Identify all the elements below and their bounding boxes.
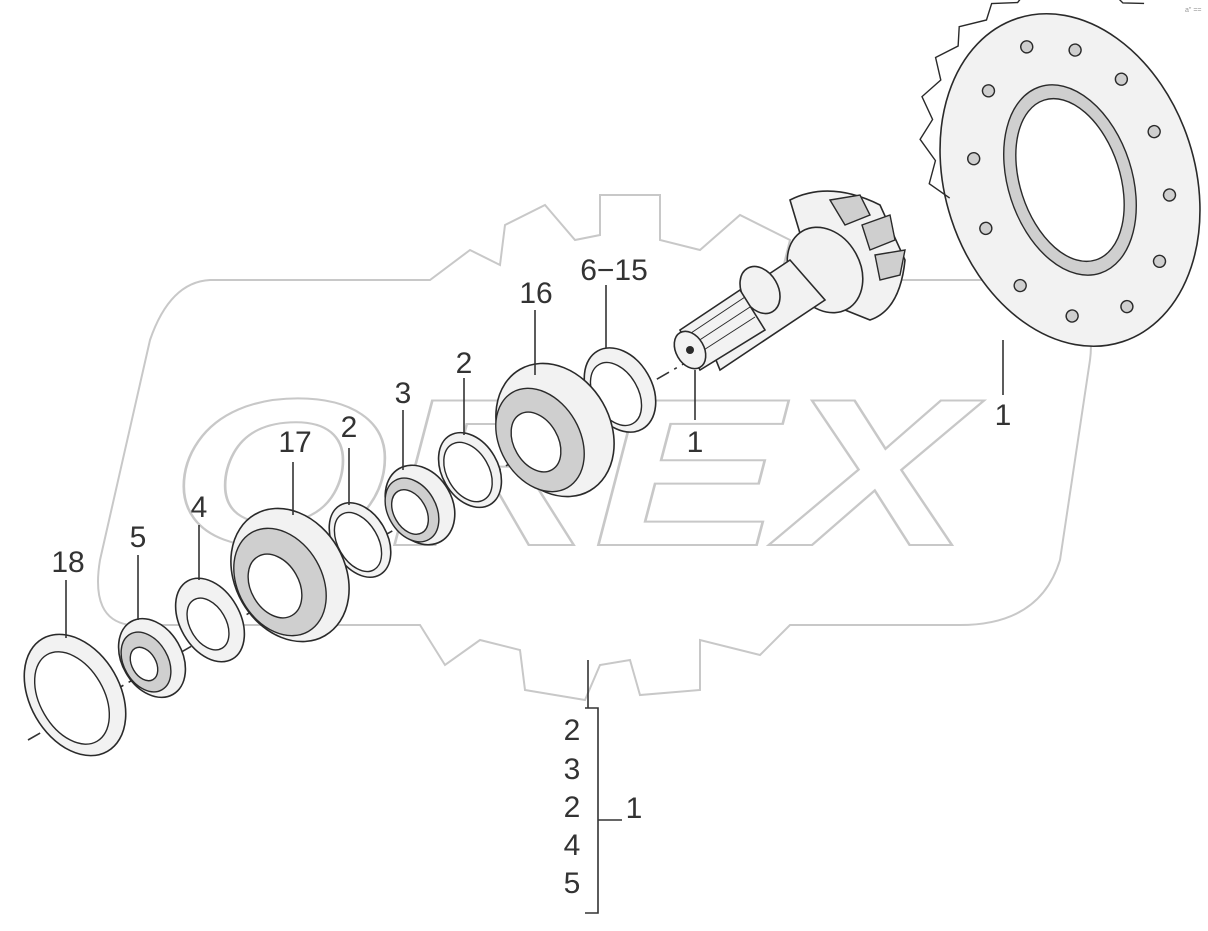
callout-18: 18 [51, 546, 84, 579]
kit-bracket [585, 707, 599, 914]
callout-labels: 18 5 4 17 2 3 2 16 6−15 1 1 [51, 254, 1011, 579]
leader-lines [65, 285, 1004, 708]
callout-6-15: 6−15 [580, 254, 648, 287]
callout-3: 3 [395, 377, 412, 410]
snap-ring-left [328, 502, 392, 578]
ring-gear [919, 0, 1201, 348]
kit-item: 3 [564, 753, 581, 786]
snap-ring-right [437, 431, 503, 509]
kit-ref-number: 1 [626, 792, 643, 825]
spacer-sleeve [384, 464, 456, 546]
callout-16: 16 [519, 277, 552, 310]
corner-mark: a" == [1185, 7, 1202, 14]
lock-washer [174, 577, 246, 663]
callout-4: 4 [191, 491, 208, 524]
kit-item: 5 [564, 867, 581, 900]
callout-5: 5 [130, 521, 147, 554]
kit-item: 2 [564, 714, 581, 747]
bearing-16 [495, 362, 615, 498]
slotted-nut [117, 617, 187, 699]
kit-item: 4 [564, 829, 581, 862]
callout-17: 17 [278, 426, 311, 459]
oil-seal [23, 633, 127, 757]
callout-1-gear: 1 [995, 399, 1012, 432]
callout-1-shaft: 1 [687, 426, 704, 459]
roller-bearing-17 [230, 507, 350, 643]
kit-list: 2 3 2 4 5 1 [564, 707, 643, 914]
pinion-shaft [673, 190, 906, 372]
callout-2-right: 2 [456, 347, 473, 380]
callout-2-left: 2 [341, 411, 358, 444]
kit-item: 2 [564, 791, 581, 824]
